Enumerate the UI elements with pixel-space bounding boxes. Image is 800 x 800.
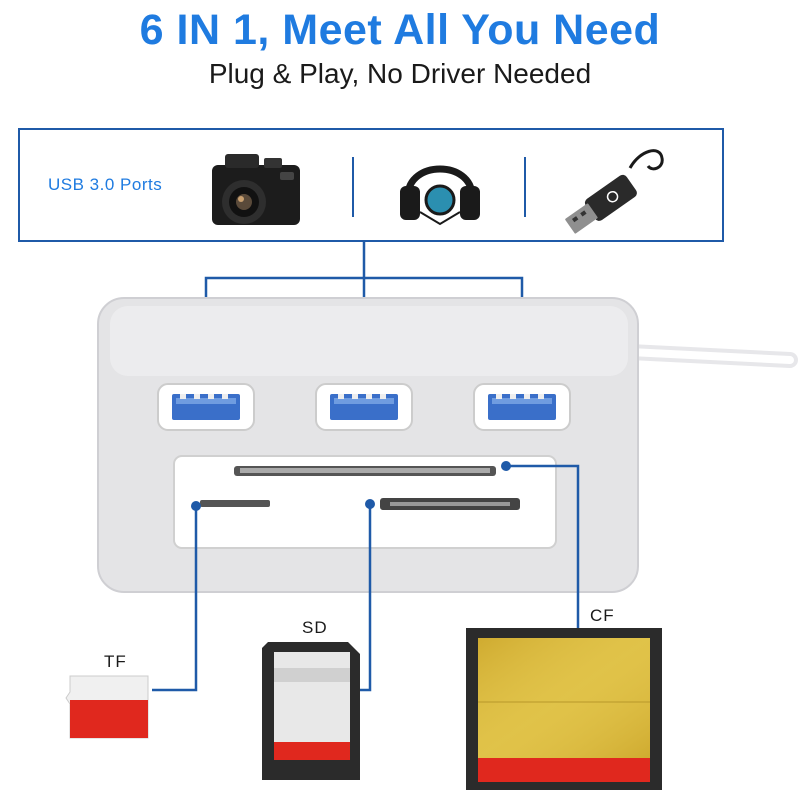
device-divider-2 <box>524 157 526 217</box>
camera-icon <box>212 154 300 225</box>
headline-subtitle: Plug & Play, No Driver Needed <box>208 58 592 89</box>
hub-cable <box>622 344 798 368</box>
sd-label: SD <box>302 618 328 637</box>
card-reader-panel <box>173 455 557 549</box>
usb-port-2 <box>315 383 413 431</box>
usb-cable-icon <box>565 149 664 234</box>
card-connector-dots <box>191 461 511 511</box>
cf-card <box>466 628 662 790</box>
tf-label: TF <box>104 652 127 671</box>
usb-port-3 <box>473 383 571 431</box>
usb-port-1 <box>157 383 255 431</box>
headline-title: 6 IN 1, Meet All You Need <box>139 6 661 54</box>
device-divider-1 <box>352 157 354 217</box>
tf-card <box>65 675 149 739</box>
cf-label: CF <box>590 606 615 625</box>
headphones-icon <box>400 165 480 226</box>
usb-ports-label: USB 3.0 Ports <box>48 175 163 194</box>
usb-ports-panel <box>18 128 724 242</box>
sd-card <box>262 642 360 780</box>
